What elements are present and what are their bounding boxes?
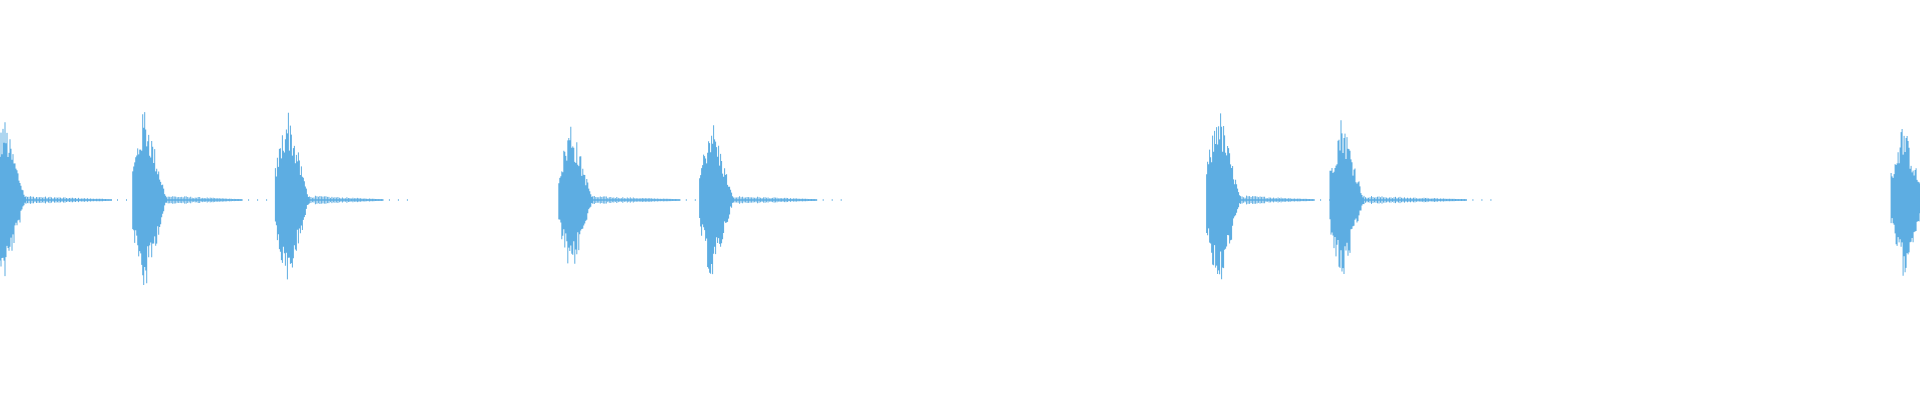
waveform-trace	[0, 112, 1920, 285]
